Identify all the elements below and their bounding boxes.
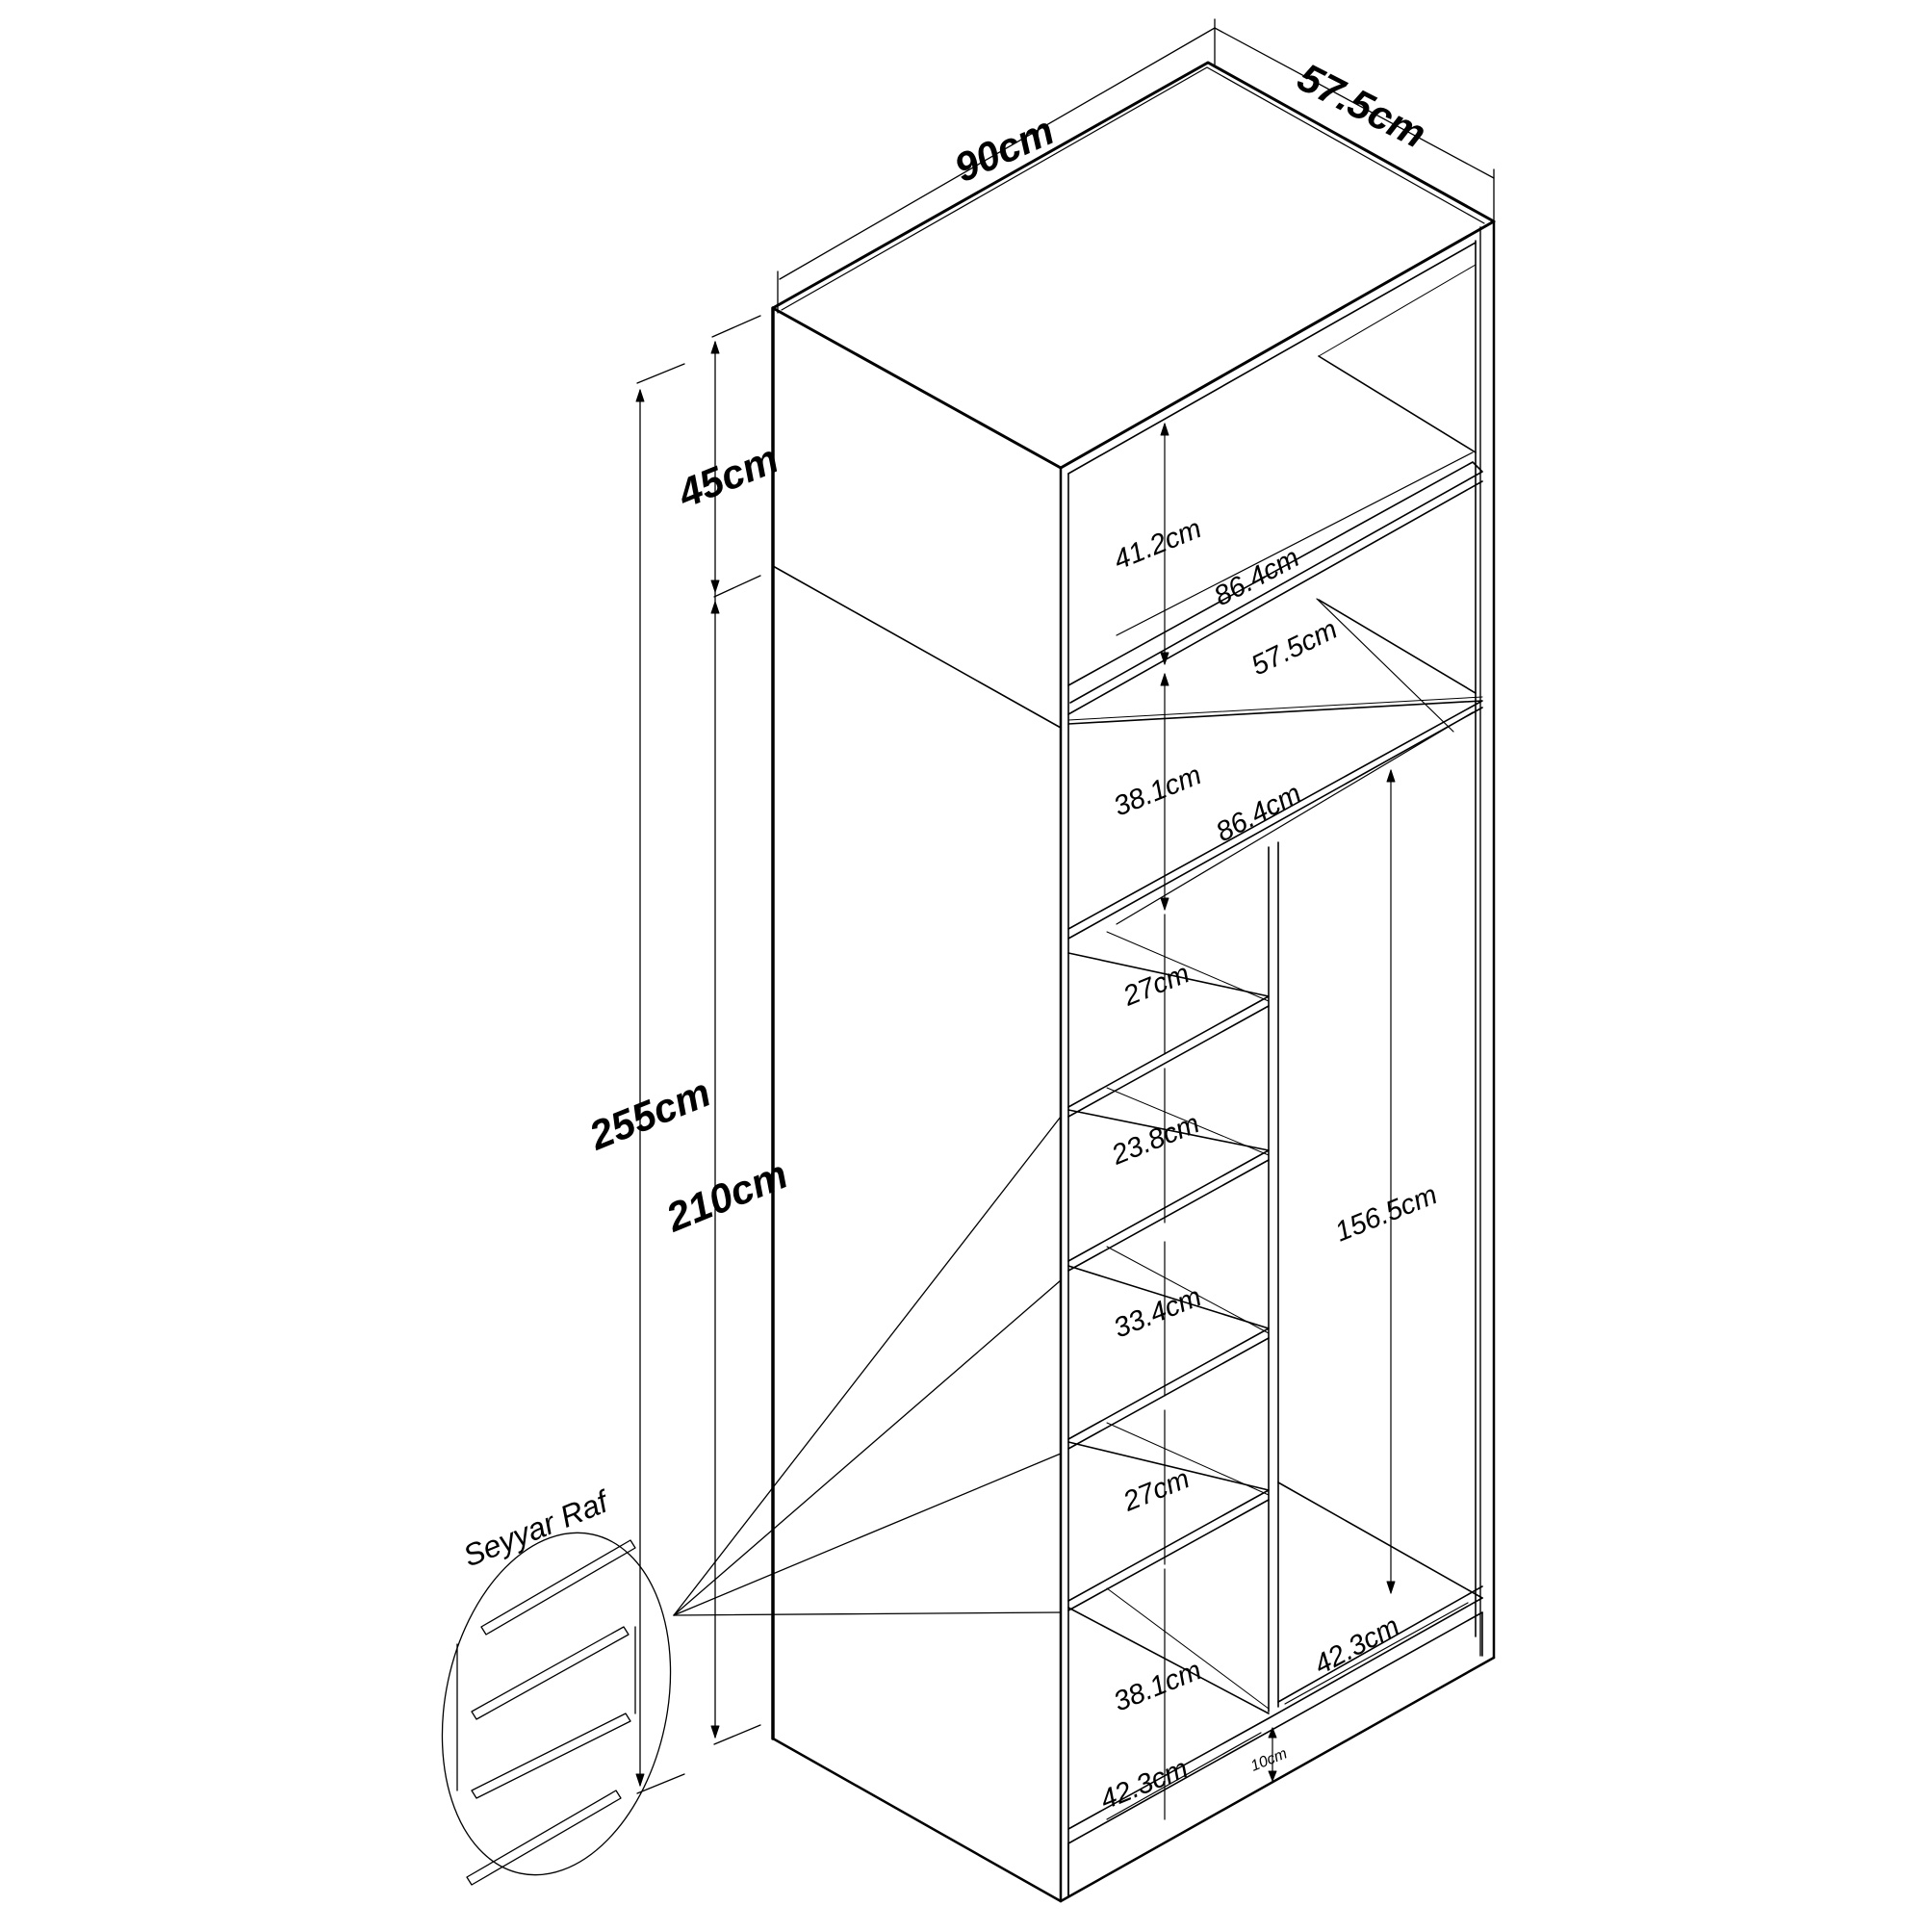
label-left-shelf-4: 27cm	[1118, 1463, 1195, 1518]
label-left-bottom-width: 42.3cm	[1096, 1753, 1193, 1816]
label-left-shelf-5: 38.1cm	[1110, 1655, 1206, 1717]
arrowheads	[635, 341, 1396, 1787]
labels: 90cm 57.5cm 45cm 255cm 210cm 41.2cm 86.4…	[458, 54, 1442, 1816]
label-top-inner-width: 86.4cm	[1209, 542, 1304, 612]
cabinet-interior	[1067, 240, 1483, 1897]
movable-shelf-detail	[441, 1116, 1062, 1886]
label-depth: 57.5cm	[1291, 54, 1433, 157]
cabinet-body	[771, 61, 1496, 1903]
label-left-shelf-2: 23.8cm	[1107, 1108, 1204, 1172]
overall-dimension-lines	[636, 18, 1495, 1794]
label-movable-shelf: Seyyar Raf	[458, 1483, 615, 1574]
label-total-height: 255cm	[582, 1069, 717, 1159]
label-upper-shelf-depth: 57.5cm	[1246, 614, 1343, 682]
label-upper-shelf-height: 38.1cm	[1110, 760, 1206, 822]
label-top-module-height: 45cm	[671, 436, 784, 517]
label-hanging-height: 156.5cm	[1331, 1179, 1442, 1248]
label-top-inner-height: 41.2cm	[1110, 513, 1206, 576]
label-plinth-height: 10cm	[1248, 1745, 1290, 1774]
label-left-shelf-3: 33.4cm	[1110, 1281, 1206, 1344]
